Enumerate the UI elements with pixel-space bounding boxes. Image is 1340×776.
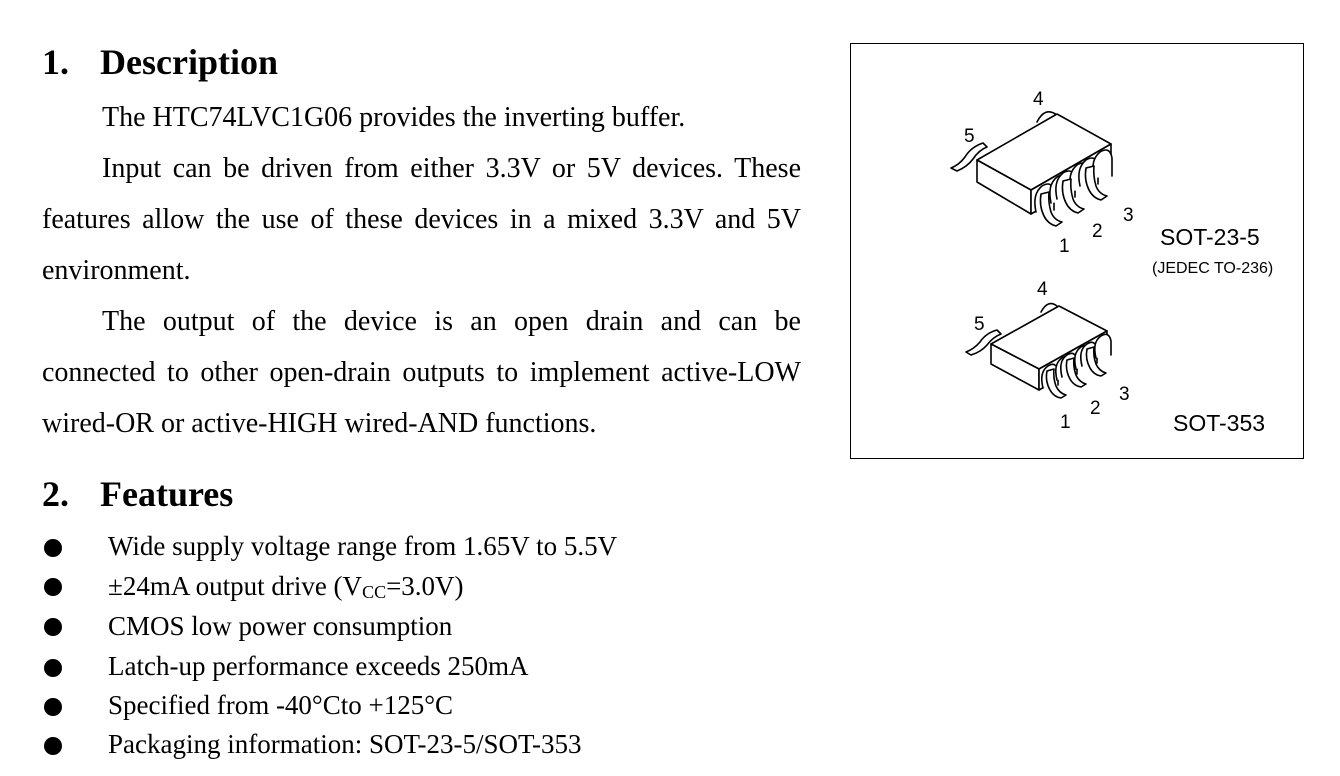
pin-label: 1	[1060, 412, 1071, 433]
description-heading: 1. Description	[42, 44, 278, 80]
package-drawings	[950, 110, 1113, 399]
feature-item: Wide supply voltage range from 1.65V to …	[42, 527, 617, 566]
description-paragraph: The HTC74LVC1G06 provides the inverting …	[102, 102, 686, 133]
features-heading: 2. Features	[42, 476, 233, 512]
feature-item: Specified from -40°Cto +125°C	[42, 686, 617, 725]
bullet-icon	[44, 618, 62, 636]
description-number: 1.	[42, 42, 69, 82]
pin-label: 4	[1037, 279, 1048, 300]
sot23-5-package-icon	[950, 110, 1113, 227]
features-title: Features	[100, 474, 234, 514]
bullet-icon	[44, 659, 62, 677]
feature-item: CMOS low power consumption	[42, 606, 617, 647]
pin-label: 4	[1033, 89, 1044, 110]
feature-item: Latch-up performance exceeds 250mA	[42, 647, 617, 686]
package-name: SOT-353	[1173, 410, 1266, 436]
feature-text: Wide supply voltage range from 1.65V to …	[108, 531, 618, 561]
pin-label: 2	[1092, 221, 1103, 242]
description-title: Description	[100, 42, 278, 82]
feature-text: Specified from -40°Cto +125°C	[108, 690, 454, 720]
package-subtitle: (JEDEC TO-236)	[1152, 260, 1274, 277]
package-name: SOT-23-5	[1160, 224, 1260, 250]
bullet-icon	[44, 578, 62, 596]
feature-text: CMOS low power consumption	[108, 611, 453, 641]
description-paragraph: Input can be driven from either 3.3V or …	[42, 153, 801, 286]
feature-text: Packaging information: SOT-23-5/SOT-353	[108, 729, 582, 759]
feature-text: Latch-up performance exceeds 250mA	[108, 651, 529, 681]
feature-subscript: CC	[362, 582, 387, 602]
feature-text-pre: ±24mA output drive (V	[108, 571, 363, 601]
feature-item: ±24mA output drive (VCC=3.0V)	[42, 566, 617, 606]
feature-text-post: =3.0V)	[386, 571, 464, 601]
bullet-icon	[44, 698, 62, 716]
bullet-icon	[44, 737, 62, 755]
description-body: The HTC74LVC1G06 provides the inverting …	[42, 92, 801, 449]
features-list: Wide supply voltage range from 1.65V to …	[42, 527, 617, 764]
pin-label: 5	[974, 314, 985, 335]
pin-label: 3	[1119, 384, 1130, 405]
pin-label: 2	[1090, 398, 1101, 419]
description-paragraph: The output of the device is an open drai…	[42, 306, 801, 439]
package-figure: 4 5 1 2 3 SOT-23-5 (JEDEC TO-236) 4 5 1 …	[850, 43, 1304, 459]
pin-label: 3	[1123, 205, 1134, 226]
sot353-package-icon	[965, 302, 1112, 399]
pin-label: 5	[964, 126, 975, 147]
features-number: 2.	[42, 474, 69, 514]
feature-item: Packaging information: SOT-23-5/SOT-353	[42, 725, 617, 764]
bullet-icon	[44, 539, 62, 557]
pin-label: 1	[1059, 236, 1070, 257]
